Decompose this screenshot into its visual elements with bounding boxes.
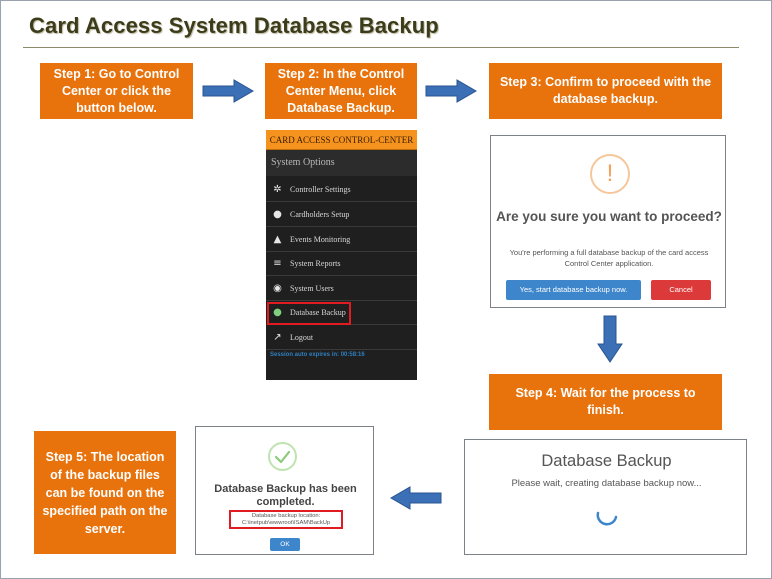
menu-item-label: Cardholders Setup xyxy=(290,210,350,219)
confirm-message: You're performing a full database backup… xyxy=(509,248,709,268)
warning-icon: ! xyxy=(590,154,630,194)
logout-icon: ↗ xyxy=(273,332,282,343)
user-icon: ● xyxy=(273,209,282,220)
menu-item-controller-settings[interactable]: ✲ Controller Settings xyxy=(266,178,417,202)
arrow-left-icon xyxy=(390,486,442,510)
menu-item-logout[interactable]: ↗ Logout xyxy=(266,326,417,350)
confirm-title: Are you sure you want to proceed? xyxy=(496,209,722,224)
gear-icon: ✲ xyxy=(273,184,282,195)
user-circle-icon: ◉ xyxy=(273,283,282,294)
check-icon xyxy=(268,442,297,471)
step-2-box: Step 2: In the Control Center Menu, clic… xyxy=(265,63,417,119)
step-4-box: Step 4: Wait for the process to finish. xyxy=(489,374,722,430)
menu-item-label: Controller Settings xyxy=(290,185,351,194)
checkmark-icon xyxy=(274,450,291,464)
menu-header: CARD ACCESS CONTROL-CENTER xyxy=(266,130,417,150)
arrow-down-icon xyxy=(597,315,623,363)
database-backup-highlight xyxy=(267,302,351,325)
list-icon: ≡ xyxy=(273,258,282,269)
menu-item-label: System Users xyxy=(290,284,334,293)
menu-item-label: Database Backup xyxy=(290,308,346,317)
database-icon: ● xyxy=(273,307,282,318)
menu-item-system-users[interactable]: ◉ System Users xyxy=(266,277,417,301)
menu-subheader: System Options xyxy=(266,150,417,176)
menu-item-events-monitoring[interactable]: ▲ Events Monitoring xyxy=(266,228,417,252)
menu-item-label: System Reports xyxy=(290,259,341,268)
step-3-box: Step 3: Confirm to proceed with the data… xyxy=(489,63,722,119)
menu-item-label: Logout xyxy=(290,333,314,342)
arrow-right-icon xyxy=(202,79,254,103)
backup-location-label: Database backup location: xyxy=(251,513,321,519)
menu-item-label: Events Monitoring xyxy=(290,235,351,244)
progress-title: Database Backup xyxy=(541,452,672,470)
menu-item-system-reports[interactable]: ≡ System Reports xyxy=(266,252,417,276)
step-1-box: Step 1: Go to Control Center or click th… xyxy=(40,63,193,119)
backup-location-box: Database backup location: C:\inetpub\www… xyxy=(229,510,343,529)
backup-location-path: C:\inetpub\wwwroot\ISAM\BackUp xyxy=(241,520,331,526)
step-5-box: Step 5: The location of the backup files… xyxy=(34,431,176,554)
arrow-right-icon xyxy=(425,79,477,103)
completed-title: Database Backup has been completed. xyxy=(214,483,357,508)
control-center-menu: CARD ACCESS CONTROL-CENTER System Option… xyxy=(266,130,417,380)
page-title: Card Access System Database Backup xyxy=(29,13,439,38)
title-divider xyxy=(23,47,739,48)
spinner-icon xyxy=(596,511,618,526)
start-backup-button[interactable]: Yes, start database backup now. xyxy=(506,280,641,300)
progress-dialog: Database Backup Please wait, creating da… xyxy=(464,439,747,555)
ok-button[interactable]: OK xyxy=(270,538,300,551)
confirm-dialog: ! Are you sure you want to proceed? You'… xyxy=(490,135,726,308)
progress-message: Please wait, creating database backup no… xyxy=(511,478,702,489)
menu-item-cardholders-setup[interactable]: ● Cardholders Setup xyxy=(266,203,417,227)
session-timer: Session auto expires in: 00:58:16 xyxy=(270,352,365,358)
completed-dialog: Database Backup has been completed. Data… xyxy=(195,426,374,555)
cancel-button[interactable]: Cancel xyxy=(651,280,711,300)
warning-icon: ▲ xyxy=(273,234,282,245)
